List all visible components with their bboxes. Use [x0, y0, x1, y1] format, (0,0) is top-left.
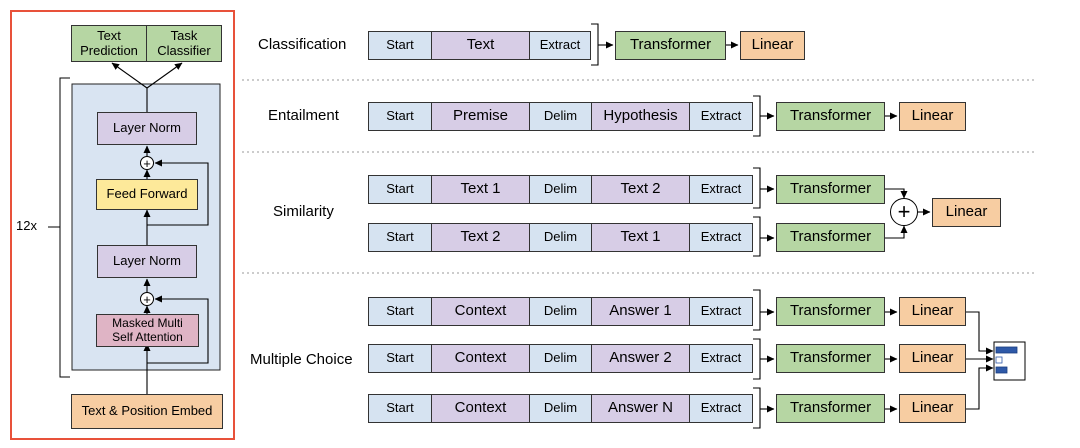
transformer-box: Transformer: [776, 344, 885, 373]
linear-box: Linear: [932, 198, 1001, 227]
plus-circle-icon: +: [140, 156, 154, 170]
transformer-box: Transformer: [776, 223, 885, 252]
plus-circle-icon: +: [890, 198, 918, 226]
feed-forward-box: Feed Forward: [96, 179, 198, 210]
start-token: Start: [368, 297, 432, 326]
text-a-token: Text 2: [431, 223, 530, 252]
transformer-box: Transformer: [776, 297, 885, 326]
context-token: Context: [431, 394, 530, 423]
answer-token: Answer N: [591, 394, 690, 423]
linear-box: Linear: [899, 394, 966, 423]
linear-box: Linear: [740, 31, 805, 60]
start-token: Start: [368, 102, 432, 131]
task-classifier-head: Task Classifier: [146, 25, 222, 62]
context-token: Context: [431, 344, 530, 373]
delim-token: Delim: [529, 223, 592, 252]
delim-token: Delim: [529, 175, 592, 204]
repeat-bracket: [48, 77, 70, 378]
answer-token: Answer 2: [591, 344, 690, 373]
extract-token: Extract: [689, 344, 753, 373]
extract-token: Extract: [689, 102, 753, 131]
layer-norm-top: Layer Norm: [97, 112, 197, 145]
start-token: Start: [368, 344, 432, 373]
start-token: Start: [368, 223, 432, 252]
transformer-box: Transformer: [776, 102, 885, 131]
text-token: Text: [431, 31, 530, 60]
text-b-token: Text 2: [591, 175, 690, 204]
architecture-frame: [10, 10, 235, 440]
similarity-label: Similarity: [273, 203, 334, 220]
extract-token: Extract: [689, 175, 753, 204]
text-a-token: Text 1: [431, 175, 530, 204]
transformer-box: Transformer: [776, 175, 885, 204]
delim-token: Delim: [529, 394, 592, 423]
layer-norm-bottom: Layer Norm: [97, 245, 197, 278]
multiple-choice-label: Multiple Choice: [250, 351, 353, 368]
classification-label: Classification: [258, 36, 347, 53]
answer-token: Answer 1: [591, 297, 690, 326]
hypothesis-token: Hypothesis: [591, 102, 690, 131]
text-position-embed-box: Text & Position Embed: [71, 394, 223, 429]
context-token: Context: [431, 297, 530, 326]
transformer-box: Transformer: [776, 394, 885, 423]
text-b-token: Text 1: [591, 223, 690, 252]
masked-self-attention-box: Masked Multi Self Attention: [96, 314, 199, 347]
delim-token: Delim: [529, 344, 592, 373]
delim-token: Delim: [529, 297, 592, 326]
delim-token: Delim: [529, 102, 592, 131]
text-prediction-head: Text Prediction: [71, 25, 147, 62]
entailment-label: Entailment: [268, 107, 339, 124]
premise-token: Premise: [431, 102, 530, 131]
extract-token: Extract: [529, 31, 591, 60]
extract-token: Extract: [689, 297, 753, 326]
linear-box: Linear: [899, 297, 966, 326]
start-token: Start: [368, 175, 432, 204]
linear-box: Linear: [899, 102, 966, 131]
repeat-label: 12x: [16, 218, 37, 233]
extract-token: Extract: [689, 223, 753, 252]
extract-token: Extract: [689, 394, 753, 423]
softmax-bars-icon: [993, 341, 1026, 381]
start-token: Start: [368, 394, 432, 423]
start-token: Start: [368, 31, 432, 60]
transformer-box: Transformer: [615, 31, 726, 60]
plus-circle-icon: +: [140, 292, 154, 306]
linear-box: Linear: [899, 344, 966, 373]
